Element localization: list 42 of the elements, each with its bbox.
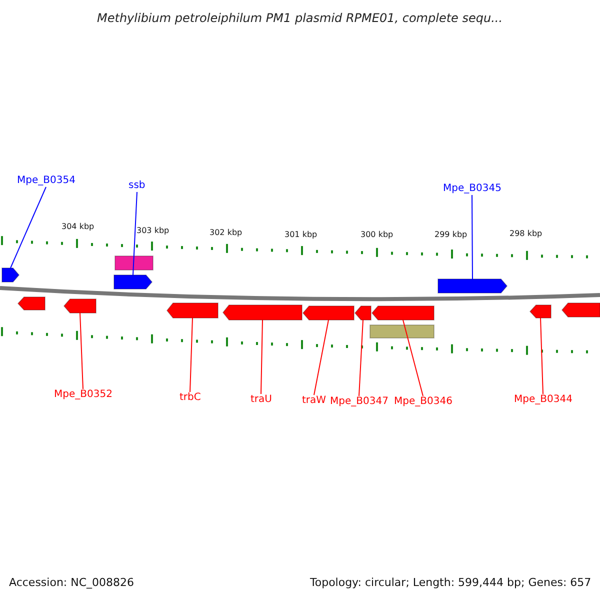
- gene-feature: [166, 302, 218, 318]
- gene-label: Mpe_B0352: [54, 389, 112, 401]
- accession-text: Accession: NC_008826: [9, 576, 134, 589]
- scale-label: 304 kbp: [62, 222, 94, 232]
- gene-feature: [17, 296, 46, 310]
- scale-label: 302 kbp: [210, 228, 242, 238]
- gene-feature: [63, 298, 96, 314]
- gene-feature: [354, 306, 372, 320]
- gene-label: Mpe_B0346: [394, 396, 452, 408]
- summary-text: Topology: circular; Length: 599,444 bp; Genes: 657: [310, 576, 592, 589]
- gene-feature: [529, 304, 552, 318]
- scale-label: 303 kbp: [136, 226, 170, 236]
- gene-bar: [370, 324, 434, 338]
- leader-line: [314, 320, 329, 396]
- gene-label: Mpe_B0345: [443, 183, 502, 195]
- scale-label: 299 kbp: [434, 230, 468, 240]
- gene-bar: [114, 256, 154, 270]
- scale-label: 301 kbp: [284, 230, 318, 240]
- leader-line: [10, 186, 46, 268]
- gene-label: Mpe_B0354: [17, 175, 76, 187]
- gene-feature: [561, 302, 600, 318]
- leader-line: [402, 320, 424, 396]
- scale-label: 300 kbp: [360, 230, 394, 240]
- gene-feature: [438, 278, 508, 294]
- gene-label: Mpe_B0347: [330, 396, 388, 408]
- gene-feature: [114, 274, 153, 290]
- title: Methylibium petroleiphilum PM1 plasmid RPME01, complete sequ...: [97, 11, 503, 26]
- gene-label: ssb: [128, 180, 146, 192]
- gene-label: trbC: [180, 392, 201, 404]
- scale-label: 298 kbp: [510, 229, 542, 239]
- leader-line: [540, 318, 544, 394]
- leader-line: [358, 320, 364, 396]
- leader-line: [260, 320, 263, 394]
- gene-feature: [2, 268, 20, 282]
- gene-label: traU: [250, 394, 272, 406]
- gene-label: Mpe_B0344: [514, 394, 572, 406]
- leader-line: [472, 194, 473, 280]
- leader-line: [80, 312, 84, 390]
- gene-label: traW: [302, 395, 326, 407]
- leader-line: [132, 192, 138, 276]
- leader-line: [190, 318, 193, 392]
- gene-feature: [222, 304, 302, 320]
